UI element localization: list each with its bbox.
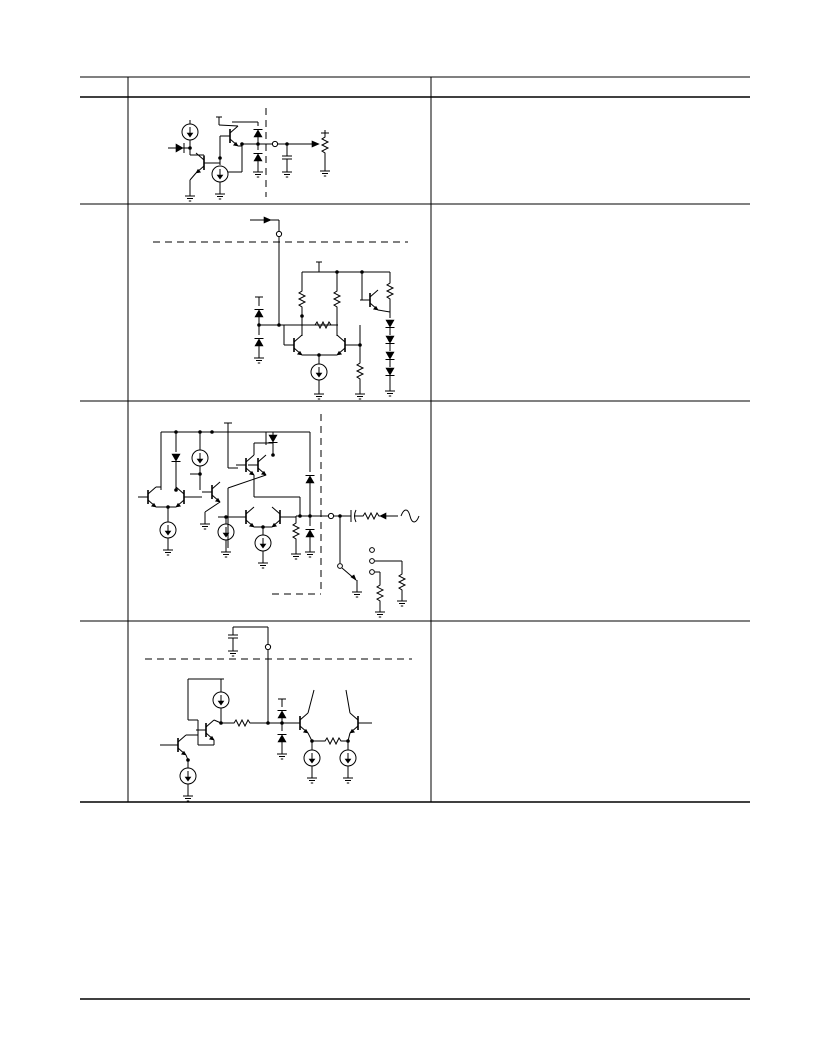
schematic-row-3 [137,414,420,618]
schematic-row-1 [168,108,331,202]
table-frame [80,76,750,803]
schematic-row-2 [153,216,408,400]
schematic-row-4 [145,626,412,802]
